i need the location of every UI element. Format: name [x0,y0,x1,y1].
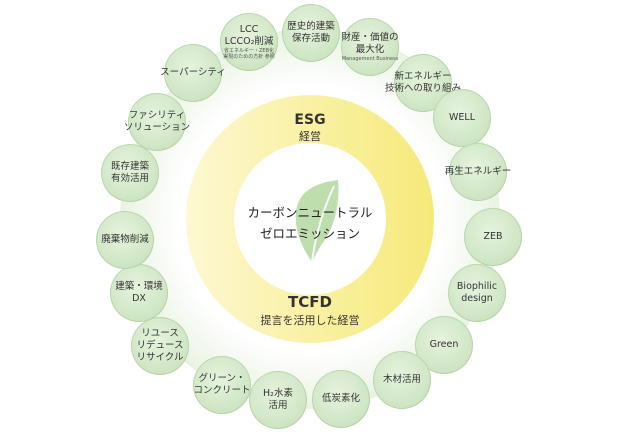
bubble-label-line1: Biophilic [456,281,498,292]
topic-bubble: 歴史的建築保存活動 [282,4,340,62]
bubble-label-line1: 廃棄物削減 [101,234,149,245]
topic-bubble: WELL [433,89,491,147]
bubble-label-line1: Green [429,339,459,350]
bubble-label-line1: 木材活用 [382,374,421,385]
bubble-label-line2: 有効活用 [110,173,149,184]
bubble-label-line2: 技術への取り組み [385,83,462,94]
bubble-label-line2: リデュース [136,340,184,351]
topic-bubble: ZEB [464,208,522,266]
bubble-label-line2: design [461,293,493,304]
bubble-label-line1: 低炭素化 [321,393,360,404]
bubble-label-line1: 新エネルギー [394,71,452,82]
bubble-label-line1: 歴史的建築 [287,21,335,32]
bubble-label-line2: コンクリート [193,385,251,396]
esg-title: ESG [294,112,326,128]
bubble-label-line1: リユース [141,328,179,339]
bubble-label-line1: 財産・価値の [341,31,399,43]
bubble-label-line1: ZEB [483,231,503,242]
esg-subtitle: 経営 [299,130,321,143]
bubble-label-line1: H₂水素 [263,388,293,399]
bubble-label-line1: ファシリティ [128,110,186,121]
bubble-label-line3: リサイクル [136,352,184,363]
bubble-label-line2: LCCO₂削減 [224,35,274,47]
bubble-label-line1: グリーン・ [198,373,246,384]
bubble-label-line1: WELL [449,112,475,123]
topic-bubble: グリーン・コンクリート [193,356,251,414]
bubble-note: 実現のための方針 参照 [223,54,275,60]
bubble-label-line1: LCC [239,23,259,35]
bubble-label-line1: スーパーシティ [160,67,226,78]
tcfd-title: TCFD [288,293,332,311]
bubble-label-line1: 既存建築 [110,161,149,172]
topic-bubble: ファシリティソリューション [124,93,190,151]
topic-bubble: 木材活用 [373,351,431,409]
bubble-label-line2: 保存活動 [291,33,330,44]
center-title-line1: カーボンニュートラル [247,205,373,220]
topic-bubble: 廃棄物削減 [96,211,154,269]
topic-bubble: スーパーシティ [160,44,226,102]
center-title-line2: ゼロエミッション [259,226,360,241]
bubble-label-line2: DX [132,293,146,304]
leaf-icon [295,180,339,263]
bubble-label-line2: 最大化 [355,43,385,55]
topic-bubble: H₂水素活用 [249,371,307,429]
topic-bubble: 新エネルギー技術への取り組み [385,54,461,112]
topic-bubble: 再生エネルギー [445,143,511,201]
topic-bubble: リユースリデュースリサイクル [131,317,189,375]
bubble-label-line2: 活用 [268,400,288,411]
bubble-note: Management Business [341,55,399,62]
bubble-note: 省エネルギー・ZEB化 [223,47,274,54]
bubble-label-line1: 再生エネルギー [444,166,512,177]
topic-bubble: 既存建築有効活用 [101,144,159,202]
tcfd-subtitle: 提言を活用した経営 [260,314,360,327]
topic-bubble: 低炭素化 [312,370,370,428]
bubble-label-line1: 建築・環境 [115,281,163,292]
bubble-label-line2: ソリューション [123,122,191,133]
